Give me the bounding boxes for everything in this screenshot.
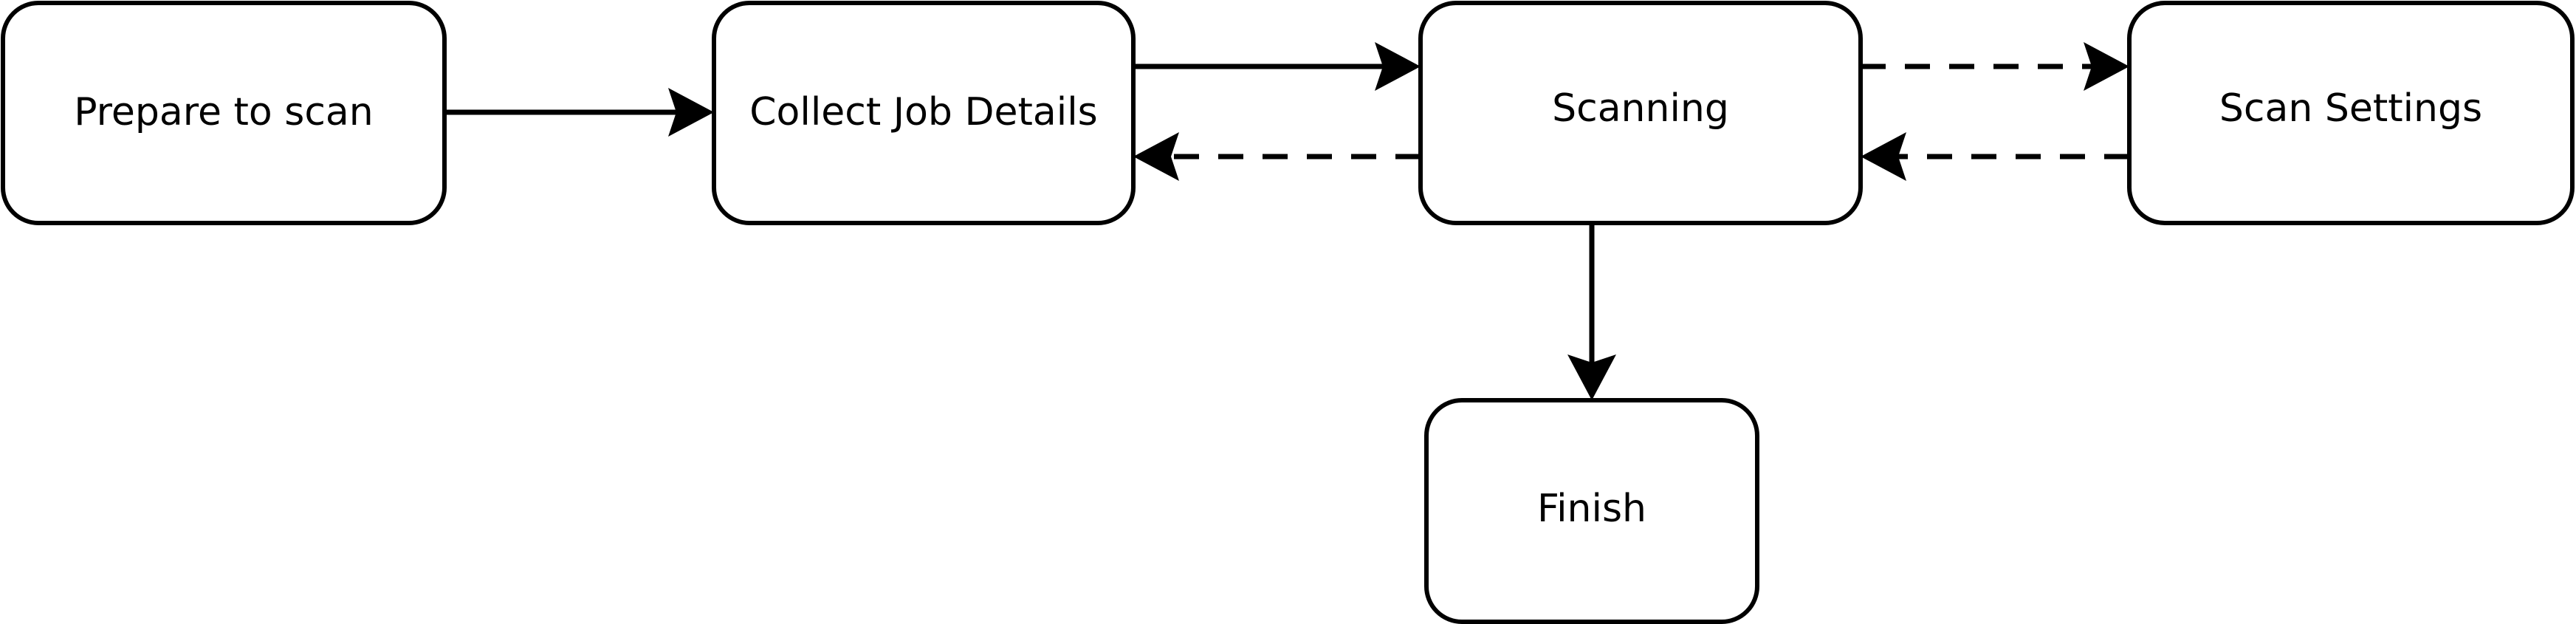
node-scanning[interactable]: Scanning bbox=[1418, 1, 1863, 225]
node-prepare-to-scan-shape[interactable] bbox=[1, 1, 447, 225]
edge-scansettings-to-scanning bbox=[1861, 132, 2129, 181]
node-scan-settings-shape[interactable] bbox=[2127, 1, 2575, 225]
node-scanning-label: Scanning bbox=[1552, 86, 1729, 131]
node-finish-label: Finish bbox=[1537, 487, 1646, 531]
edge-prepare-to-collect bbox=[444, 88, 714, 137]
edge-scanning-to-finish-arrowhead-icon bbox=[1567, 354, 1616, 400]
edge-collect-to-scanning-arrowhead-icon bbox=[1375, 42, 1421, 91]
node-scanning-shape[interactable] bbox=[1418, 1, 1863, 225]
edge-scanning-to-collect-arrowhead-icon bbox=[1133, 132, 1179, 181]
edge-scanning-to-collect bbox=[1133, 132, 1421, 181]
node-collect-job-details-shape[interactable] bbox=[712, 1, 1136, 225]
node-prepare-to-scan-label: Prepare to scan bbox=[74, 90, 374, 134]
edge-prepare-to-collect-arrowhead-icon bbox=[668, 88, 714, 137]
node-collect-job-details[interactable]: Collect Job Details bbox=[712, 1, 1136, 225]
edge-scanning-to-scansettings-arrowhead-icon bbox=[2084, 42, 2129, 91]
node-scan-settings-label: Scan Settings bbox=[2219, 86, 2482, 131]
edge-scansettings-to-scanning-arrowhead-icon bbox=[1861, 132, 1906, 181]
node-finish[interactable]: Finish bbox=[1424, 398, 1759, 624]
node-scan-settings[interactable]: Scan Settings bbox=[2127, 1, 2575, 225]
node-collect-job-details-label: Collect Job Details bbox=[749, 90, 1097, 134]
edge-scanning-to-finish bbox=[1567, 223, 1616, 400]
edge-collect-to-scanning bbox=[1133, 42, 1421, 91]
edge-scanning-to-scansettings bbox=[1861, 42, 2129, 91]
node-finish-shape[interactable] bbox=[1424, 398, 1759, 624]
node-prepare-to-scan[interactable]: Prepare to scan bbox=[1, 1, 447, 225]
